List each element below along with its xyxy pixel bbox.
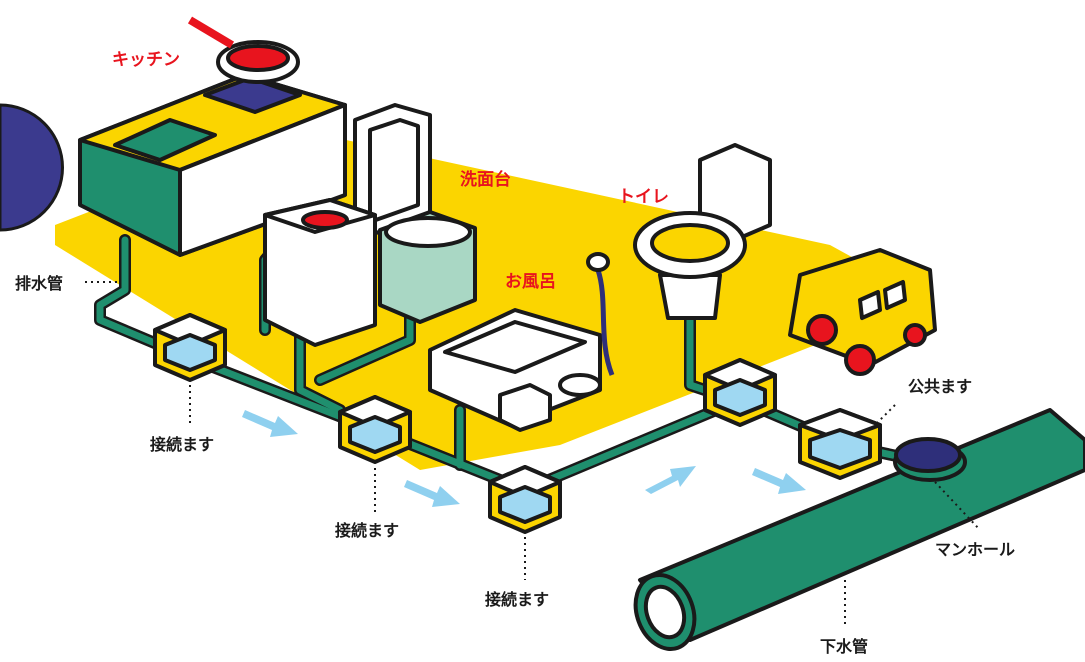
kitchen-label: キッチン xyxy=(112,50,180,70)
leader-lines xyxy=(85,281,981,625)
washstand-unit xyxy=(263,103,477,347)
sewer-pipe-label: 下水管 xyxy=(820,637,868,656)
car-illustration xyxy=(788,248,937,376)
public-box-label: 公共ます xyxy=(908,377,972,396)
drain-pipe-label: 排水管 xyxy=(15,274,63,293)
washstand-label: 洗面台 xyxy=(460,169,511,190)
junction-box-1 xyxy=(153,313,227,382)
junction-box-3 xyxy=(488,465,562,534)
flow-arrows xyxy=(242,410,806,507)
junction-box-label-2: 接続ます xyxy=(335,521,399,540)
bath-label: お風呂 xyxy=(505,272,556,292)
manhole-label: マンホール xyxy=(935,540,1015,559)
junction-box-4 xyxy=(703,358,777,427)
toilet-label: トイレ xyxy=(618,187,669,207)
junction-boxes xyxy=(153,313,882,534)
sewer-pipe xyxy=(633,408,1085,651)
public-box xyxy=(798,408,882,480)
junction-box-2 xyxy=(338,395,412,464)
corner-decoration xyxy=(0,103,64,232)
junction-box-label-3: 接続ます xyxy=(485,590,549,609)
bath-unit xyxy=(428,252,615,432)
manhole xyxy=(893,437,967,482)
junction-box-label-1: 接続ます xyxy=(150,435,214,454)
toilet-unit xyxy=(633,143,772,320)
